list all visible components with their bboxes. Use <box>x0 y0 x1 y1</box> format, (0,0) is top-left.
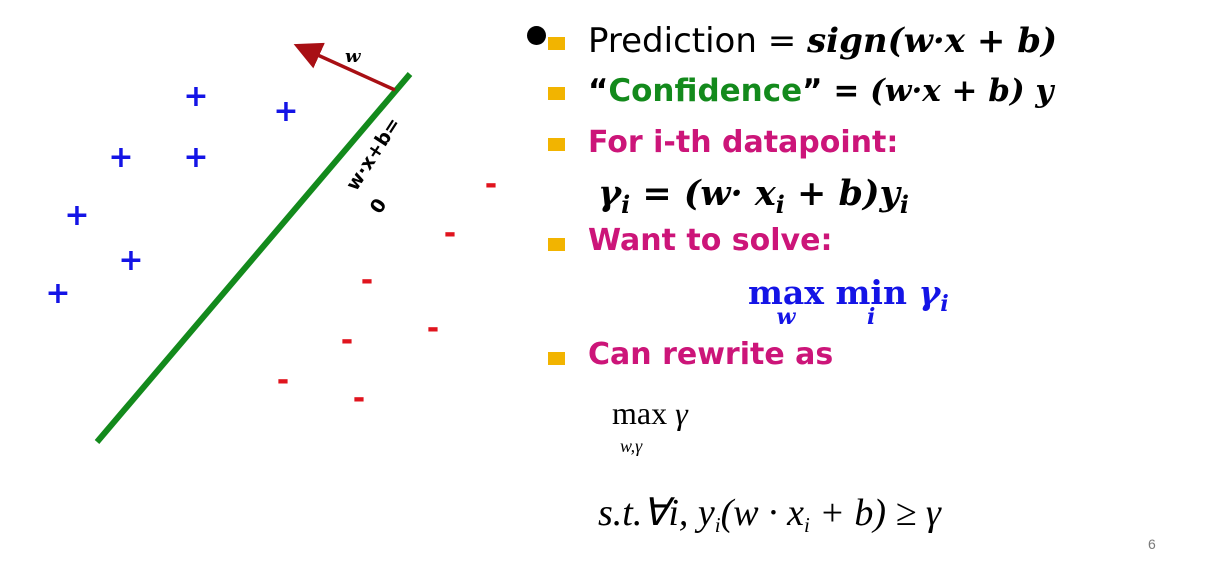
confidence-formula: (w·x + b) y <box>870 73 1054 109</box>
rewrite-gamma: γ <box>675 395 688 431</box>
confidence-word: Confidence <box>608 73 803 109</box>
negative-point: - <box>341 323 353 358</box>
positive-point: + <box>183 79 208 114</box>
gamma-symbol: γ <box>598 173 622 214</box>
min-subscript-i: i <box>867 304 876 330</box>
for-ith-heading: For i-th datapoint: <box>588 125 899 160</box>
constraint-end: + b) ≥ γ <box>809 492 941 534</box>
weight-vector-arrow <box>293 42 396 92</box>
bullet-square <box>548 37 565 50</box>
confidence-close: ” = <box>802 73 871 109</box>
rewrite-max: max w,γ <box>612 395 668 455</box>
negative-point: - <box>485 167 497 202</box>
prediction-formula: sign(w·x + b) <box>807 21 1058 61</box>
can-rewrite-heading: Can rewrite as <box>588 337 834 372</box>
positive-point: + <box>64 198 89 233</box>
rewrite-max-word: max <box>612 395 668 431</box>
confidence-line: “Confidence” = (w·x + b) y <box>588 76 1053 107</box>
constraint-y-sub: i <box>714 512 721 537</box>
bullet-square <box>548 238 565 251</box>
gamma-rhs: = (w· x <box>630 173 776 214</box>
positive-point: + <box>183 140 208 175</box>
gamma-equation: γi = (w· xi + b)yi <box>598 173 909 217</box>
positive-point: + <box>45 276 70 311</box>
maxmin-gamma-sub: i <box>940 291 949 318</box>
constraint-x-sub: i <box>803 512 810 537</box>
boundary-label-line2: 0 <box>366 195 392 218</box>
constraint-prefix: s.t.∀i, y <box>598 492 715 534</box>
x-subscript: i <box>775 190 785 219</box>
bullet-square <box>548 87 565 100</box>
negative-point: - <box>427 311 439 346</box>
maxmin-gamma: γ <box>918 273 941 312</box>
confidence-quote: “ <box>588 73 609 109</box>
negative-point: - <box>277 363 289 398</box>
positive-point: + <box>108 140 133 175</box>
min-word: min <box>835 273 907 312</box>
rewrite-objective: max w,γ γ <box>612 395 688 455</box>
gamma-subscript: i <box>621 190 631 219</box>
constraint-formula: s.t.∀i, yi(w · xi + b) ≥ γ <box>598 492 941 535</box>
bullet-square <box>548 352 565 365</box>
prediction-prefix: Prediction = <box>588 21 808 61</box>
max-word: max <box>748 273 824 312</box>
max-subscript-w: w <box>776 304 796 330</box>
decision-boundary <box>94 72 413 444</box>
classifier-diagram: w w·x+b= 0 +++++++------- <box>45 42 497 444</box>
prediction-line: Prediction = sign(w·x + b) <box>588 24 1057 58</box>
positive-point: + <box>273 94 298 129</box>
page-number: 6 <box>1148 536 1156 552</box>
constraint-mid: (w · x <box>720 492 804 534</box>
bullet-dot <box>527 26 546 45</box>
gamma-rhs2: + b)y <box>784 173 900 214</box>
positive-point: + <box>118 243 143 278</box>
negative-point: - <box>353 381 365 416</box>
negative-point: - <box>361 263 373 298</box>
bullet-square <box>548 138 565 151</box>
weight-label: w <box>345 46 362 67</box>
want-to-solve-heading: Want to solve: <box>588 223 833 258</box>
y-subscript: i <box>899 190 909 219</box>
negative-point: - <box>444 216 456 251</box>
boundary-label-line1: w·x+b= <box>342 114 405 195</box>
rewrite-max-sub: w,γ <box>620 436 643 456</box>
